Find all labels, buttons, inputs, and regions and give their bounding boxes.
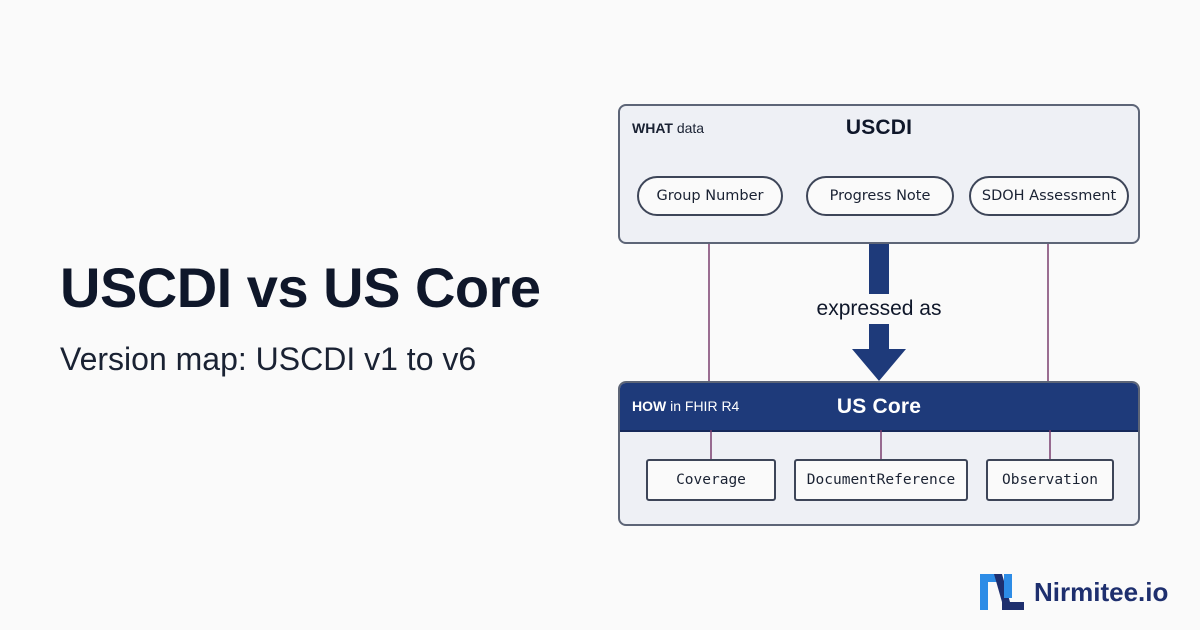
element-sdoh-assessment: SDOH Assessment [969,176,1129,216]
brand-name: Nirmitee.io [1034,576,1169,607]
resource-coverage: Coverage [646,459,776,501]
us-core-title: US Core [836,395,922,418]
element-group-number: Group Number [637,176,783,216]
us-core-box: HOW in FHIR R4 US Core Coverage Document… [618,381,1140,526]
uscdi-box: WHAT data USCDI Group Number Progress No… [618,104,1140,244]
resource-observation: Observation [986,459,1114,501]
us-core-connector-stubs [710,430,1051,461]
uscdi-title: USCDI [845,116,913,139]
page-title: USCDI vs US Core [60,256,541,319]
resource-documentreference: DocumentReference [794,459,968,501]
nirmitee-logo-icon [980,574,1024,610]
element-progress-note: Progress Note [806,176,954,216]
arrow-label: expressed as [779,294,979,324]
what-tag: WHAT data [632,120,705,136]
brand: Nirmitee.io [980,574,1168,610]
page-subtitle: Version map: USCDI v1 to v6 [60,341,477,377]
how-tag: HOW in FHIR R4 [632,398,740,414]
us-core-header: HOW in FHIR R4 US Core [620,383,1138,432]
